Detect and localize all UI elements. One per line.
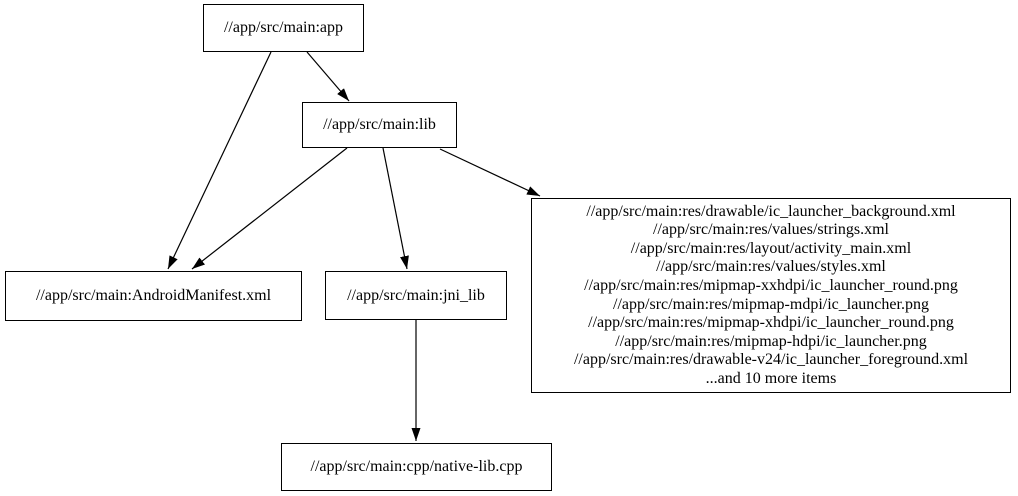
res-group-line: //app/src/main:res/layout/activity_main.… [630, 239, 912, 257]
node-native-lib-cpp-label: //app/src/main:cpp/native-lib.cpp [310, 458, 523, 475]
res-group-line: //app/src/main:res/drawable/ic_launcher_… [586, 202, 956, 220]
edge-lib-to-res-group [439, 148, 541, 197]
node-app: //app/src/main:app [203, 4, 364, 52]
node-android-manifest-label: //app/src/main:AndroidManifest.xml [35, 287, 272, 304]
node-jni-lib: //app/src/main:jni_lib [325, 271, 507, 320]
res-group-line: //app/src/main:res/mipmap-hdpi/ic_launch… [615, 332, 927, 350]
res-group-line: //app/src/main:res/values/strings.xml [653, 221, 889, 239]
edge-app-to-lib [306, 51, 350, 102]
node-res-file-group: //app/src/main:res/drawable/ic_launcher_… [531, 198, 1011, 393]
res-group-line: //app/src/main:res/mipmap-xhdpi/ic_launc… [588, 314, 954, 332]
res-group-line: //app/src/main:res/mipmap-mdpi/ic_launch… [613, 295, 929, 313]
res-group-line: //app/src/main:res/drawable-v24/ic_launc… [573, 351, 969, 369]
edge-lib-to-manifest [191, 147, 348, 270]
node-app-label: //app/src/main:app [223, 19, 344, 36]
res-group-more-items: ...and 10 more items [705, 369, 837, 387]
edge-app-to-manifest [167, 51, 272, 270]
node-android-manifest: //app/src/main:AndroidManifest.xml [5, 271, 302, 321]
node-lib-label: //app/src/main:lib [323, 116, 436, 133]
res-group-line: //app/src/main:res/values/styles.xml [656, 258, 886, 276]
res-group-line: //app/src/main:res/mipmap-xxhdpi/ic_laun… [584, 276, 958, 294]
edge-lib-to-jni-lib [382, 147, 409, 270]
node-lib: //app/src/main:lib [302, 102, 457, 148]
node-native-lib-cpp: //app/src/main:cpp/native-lib.cpp [281, 443, 552, 491]
node-jni-lib-label: //app/src/main:jni_lib [347, 286, 485, 304]
